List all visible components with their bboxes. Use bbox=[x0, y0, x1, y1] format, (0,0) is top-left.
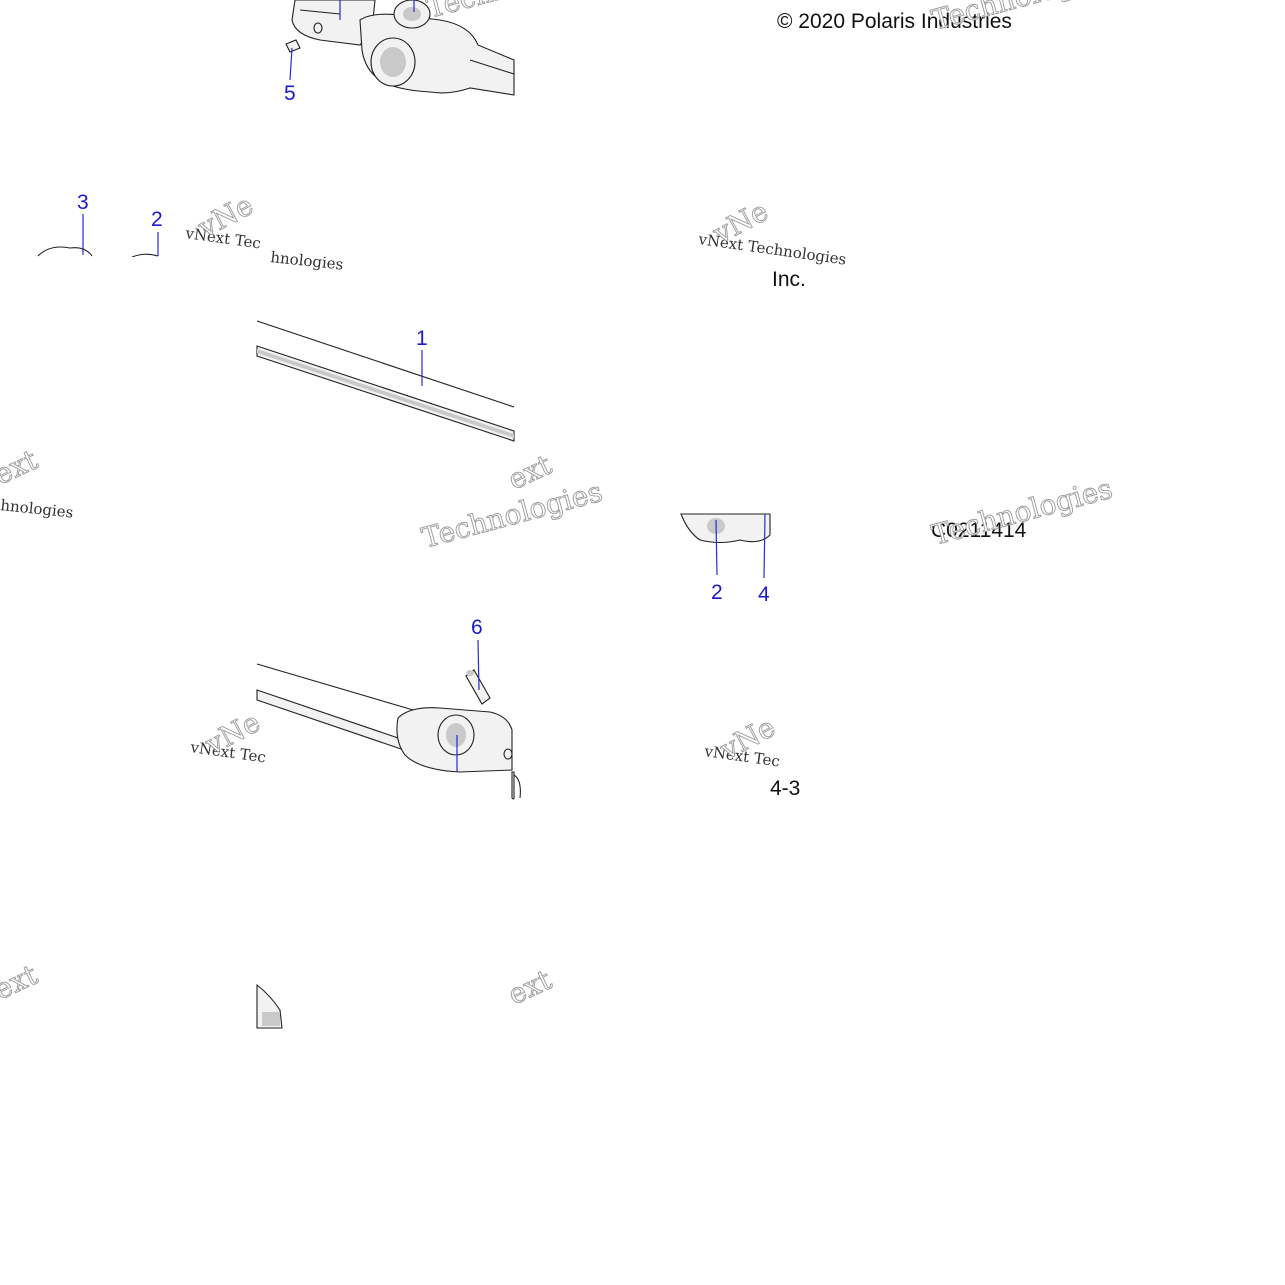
callout-4: 4 bbox=[758, 513, 770, 606]
u-joint-top-assembly bbox=[285, 0, 515, 96]
callout-label: 6 bbox=[471, 616, 483, 639]
callout-label: 5 bbox=[284, 82, 296, 105]
callout-label: 2 bbox=[711, 581, 723, 604]
callout-2-upper: 2 bbox=[131, 208, 163, 258]
watermarks: Technologies Technologies vNext Tec vNe … bbox=[0, 0, 1116, 1012]
callout-label: 3 bbox=[77, 191, 89, 214]
drawing-code: C0211414 bbox=[931, 519, 1027, 542]
yoke-fragment-bottom bbox=[256, 983, 283, 1029]
copyright-text: © 2020 Polaris Industries bbox=[777, 10, 1012, 33]
copyright-fragment: Inc. bbox=[772, 268, 806, 291]
callout-6: 6 bbox=[471, 616, 483, 691]
watermark-large: Technologies bbox=[928, 0, 1116, 37]
watermark-partial: ext bbox=[503, 963, 557, 1012]
callout-label: 4 bbox=[758, 583, 770, 606]
drive-shaft bbox=[256, 320, 515, 442]
callout-label: 1 bbox=[416, 327, 428, 350]
callout-2-lower: 2 bbox=[711, 519, 723, 604]
yoke-fragment-right bbox=[680, 513, 771, 544]
callout-label: 2 bbox=[151, 208, 163, 231]
callout-5: 5 bbox=[284, 47, 296, 105]
watermark-tail: hnologies bbox=[270, 248, 345, 274]
tile-masks bbox=[0, 257, 257, 259]
callout-3: 3 bbox=[37, 191, 93, 257]
watermark-partial: ext bbox=[0, 958, 43, 1007]
watermark-partial: ext bbox=[0, 443, 43, 492]
watermark-tail: hnologies bbox=[0, 496, 74, 522]
u-joint-lower-assembly bbox=[256, 663, 521, 800]
callout-1: 1 bbox=[416, 327, 428, 386]
watermark-large: Technologies bbox=[423, 0, 611, 25]
drawing-code-fragment: 4-3 bbox=[770, 777, 800, 800]
